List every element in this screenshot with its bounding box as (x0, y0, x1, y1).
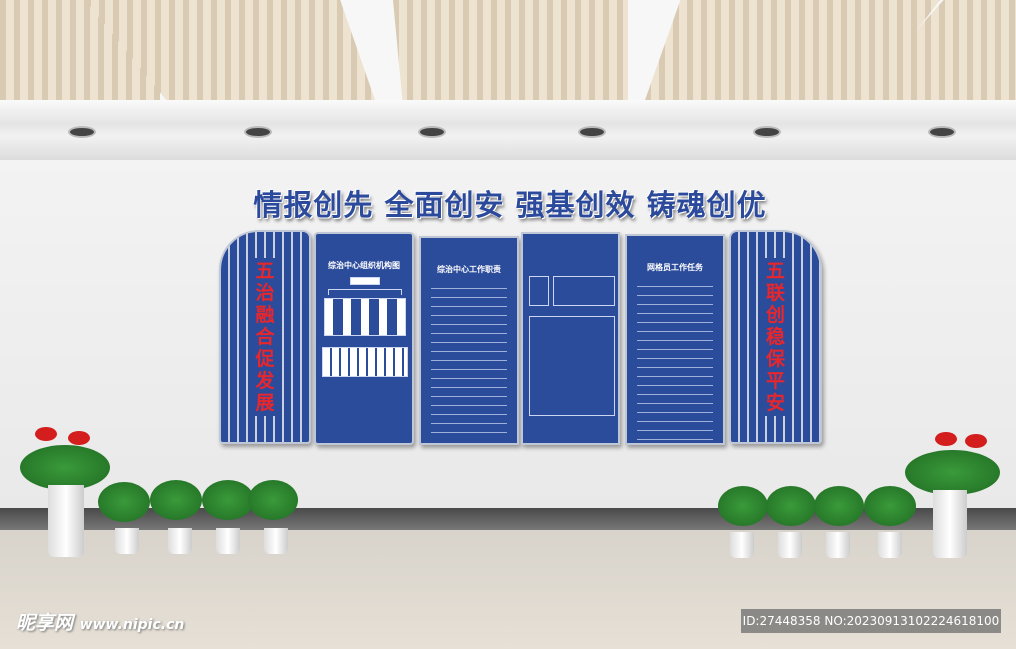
small-plants-right (718, 484, 918, 560)
grid-tasks-panel: 网格员工作任务 (625, 234, 725, 445)
downlight (755, 128, 779, 136)
photo-frame (553, 276, 615, 306)
downlight (420, 128, 444, 136)
downlight (246, 128, 270, 136)
downlight (580, 128, 604, 136)
watermark-logo: 昵享网 www.nipic.cn (16, 608, 184, 635)
org-chart-panel: 综治中心组织机构图 (314, 232, 414, 445)
left-pillar-text: 五治融合促发展 (252, 258, 278, 416)
slogan-title: 情报创先 全面创安 强基创效 铸魂创优 (253, 188, 767, 222)
watermark-logo-text: 昵享网 (16, 612, 74, 634)
org-chart-sub-boxes (322, 347, 408, 377)
downlight (70, 128, 94, 136)
blank-board-panel (521, 232, 620, 445)
potted-plant (895, 430, 1010, 560)
right-pillar-text: 五联创稳保平安 (762, 258, 789, 416)
watermark-site: www.nipic.cn (79, 617, 185, 633)
potted-plant (10, 425, 120, 560)
ceiling-slats (393, 0, 628, 100)
cornice (0, 100, 1016, 160)
grid-tasks-title: 网格员工作任务 (647, 263, 703, 272)
duties-title: 综治中心工作职责 (437, 265, 501, 274)
duties-text-block (431, 283, 507, 433)
right-pillar-panel: 五联创稳保平安 (729, 230, 822, 444)
org-chart-connector (328, 289, 402, 295)
photo-frame (529, 276, 549, 306)
org-chart-top-box (350, 277, 380, 285)
grid-tasks-text-block (637, 281, 713, 441)
duties-panel: 综治中心工作职责 (419, 236, 519, 445)
ceiling (0, 0, 1016, 100)
org-chart-title: 综治中心组织机构图 (328, 261, 400, 270)
watermark-id: ID:27448358 NO:20230913102224618100 (741, 609, 1001, 633)
photo-frame (529, 316, 615, 416)
downlight (930, 128, 954, 136)
org-chart-dept-boxes (324, 298, 406, 336)
left-pillar-panel: 五治融合促发展 (219, 230, 311, 444)
small-plants-left (98, 478, 298, 556)
